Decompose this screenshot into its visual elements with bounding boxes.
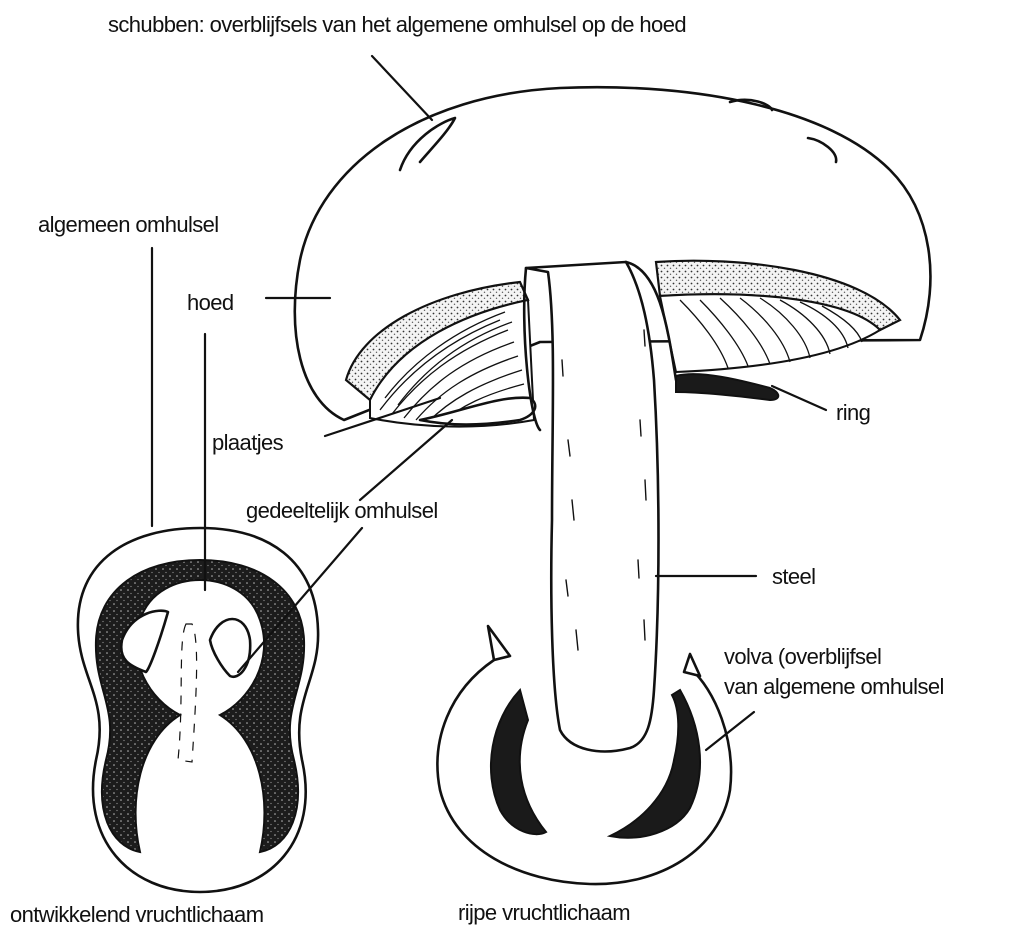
caption-developing: ontwikkelend vruchtlichaam [10, 904, 263, 926]
label-volva-line1: volva (overblijfsel [724, 646, 881, 668]
developing-fruiting-body [78, 528, 318, 892]
label-hoed: hoed [187, 292, 234, 314]
label-algemeen-omhulsel: algemeen omhulsel [38, 214, 219, 236]
caption-mature: rijpe vruchtlichaam [458, 902, 630, 924]
label-volva-line2: van algemene omhulsel [724, 676, 944, 698]
ring [676, 374, 778, 400]
label-steel: steel [772, 566, 815, 588]
label-plaatjes: plaatjes [212, 432, 283, 454]
label-gedeeltelijk-omhulsel: gedeeltelijk omhulsel [246, 500, 438, 522]
label-ring: ring [836, 402, 870, 424]
label-schubben: schubben: overblijfsels van het algemene… [108, 14, 686, 36]
mature-fruiting-body [295, 87, 931, 884]
